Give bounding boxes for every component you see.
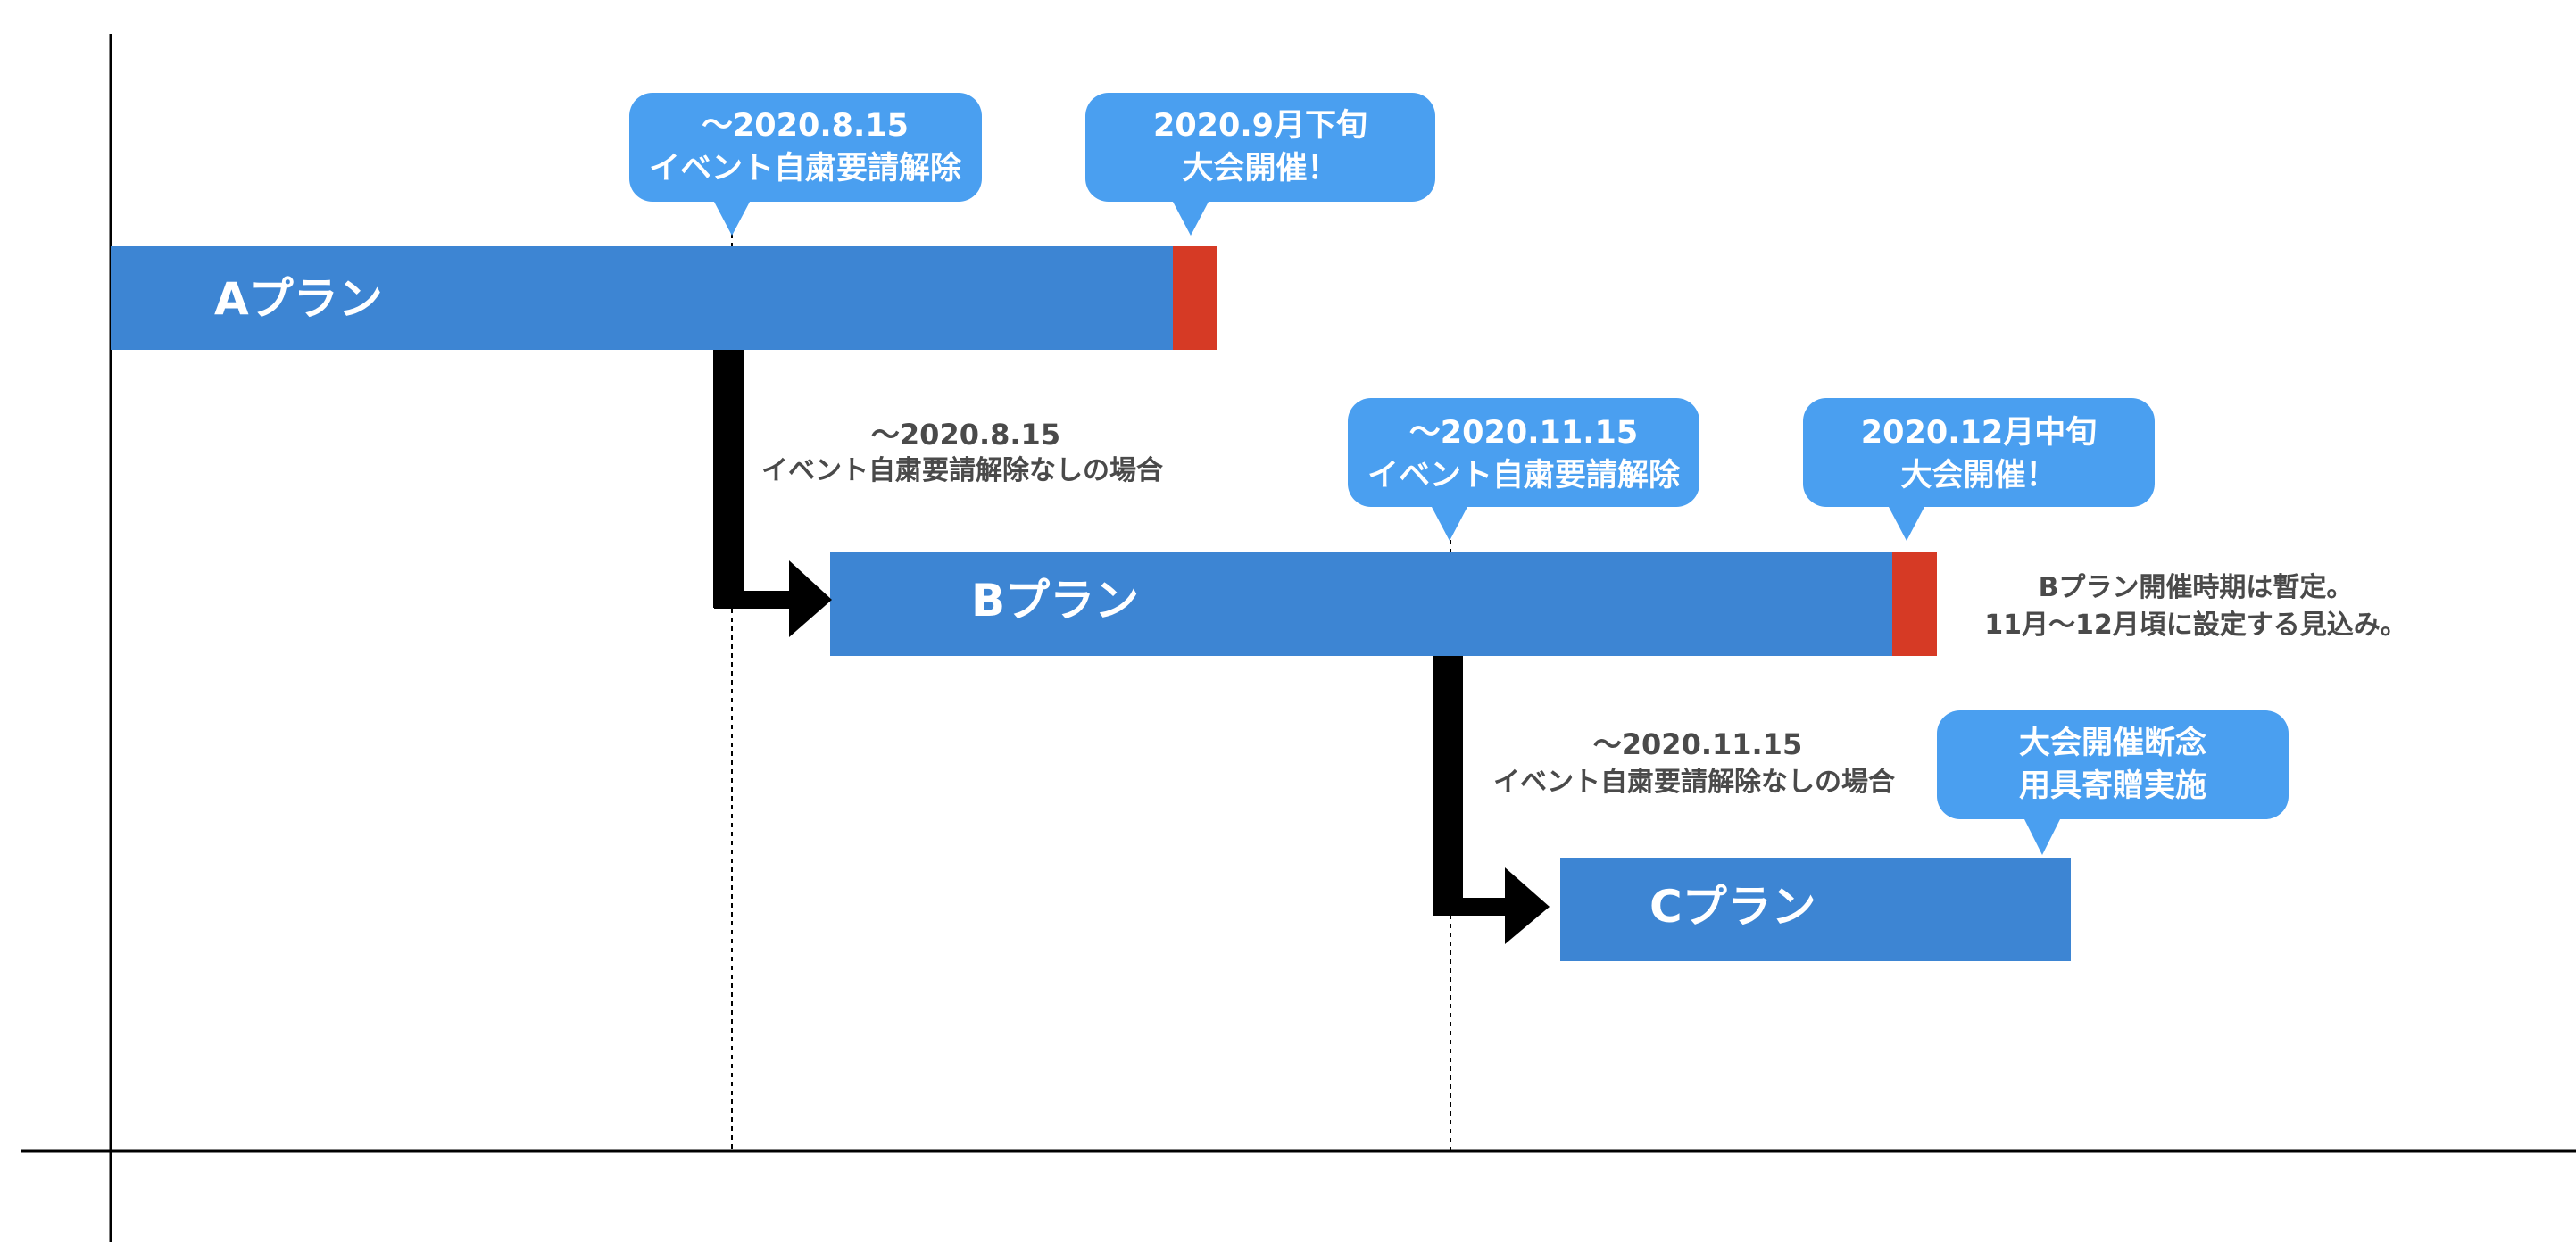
callout-nov15-line1: 〜2020.11.15: [1409, 415, 1638, 451]
callout-sep-line2: 大会開催！: [1182, 151, 1338, 187]
plan-a-event-marker: [1173, 246, 1217, 350]
callout-dec-box: [1803, 398, 2155, 507]
callout-cancellation-line1: 大会開催断念: [2019, 725, 2206, 761]
callout-dec-line1: 2020.12月中旬: [1861, 415, 2097, 451]
transition-arrow-a-to-b: [713, 350, 832, 637]
side-note-line1: Bプラン開催時期は暫定。: [2039, 572, 2354, 603]
transition-arrow-b-to-c: [1433, 656, 1550, 944]
plan-b-label: Bプラン: [971, 575, 1139, 626]
callout-dec-line2: 大会開催！: [1900, 458, 2057, 494]
plan-a-bar: Aプラン: [111, 246, 1217, 350]
plan-c-bar: Cプラン: [1560, 858, 2071, 961]
callout-aug15-line1: 〜2020.8.15: [702, 108, 909, 144]
callout-cancellation: 大会開催断念 用具寄贈実施: [1937, 710, 2289, 855]
plan-c-label: Cプラン: [1649, 881, 1816, 933]
callout-cancellation-box: [1937, 710, 2289, 819]
callout-nov15-box: [1348, 398, 1699, 507]
plan-a-bar-body: [111, 246, 1173, 350]
callout-aug15-pointer: [714, 202, 750, 236]
callout-sep-box: [1085, 93, 1435, 202]
transition-note-a-line2: イベント自粛要請解除なしの場合: [761, 455, 1163, 486]
callout-cancellation-pointer: [2024, 819, 2060, 855]
plan-a-label: Aプラン: [214, 273, 383, 325]
plan-b-bar-body: [830, 552, 1892, 656]
plan-b-bar: Bプラン: [830, 552, 1937, 656]
callout-sep-pointer: [1173, 202, 1209, 236]
callout-nov15-pointer: [1432, 507, 1467, 541]
callout-dec-tournament: 2020.12月中旬 大会開催！: [1803, 398, 2155, 541]
callout-nov15-line2: イベント自粛要請解除: [1367, 457, 1681, 494]
callout-sep-tournament: 2020.9月下旬 大会開催！: [1085, 93, 1435, 236]
callout-sep-line1: 2020.9月下旬: [1153, 108, 1367, 144]
callout-aug15-box: [629, 93, 982, 202]
transition-note-a-line1: 〜2020.8.15: [871, 418, 1060, 452]
arrow-b-to-c-head: [1505, 867, 1550, 944]
callout-aug15-lift: 〜2020.8.15 イベント自粛要請解除: [629, 93, 982, 236]
callout-nov15-lift: 〜2020.11.15 イベント自粛要請解除: [1348, 398, 1699, 541]
callout-cancellation-line2: 用具寄贈実施: [2019, 768, 2206, 804]
plan-b-event-marker: [1892, 552, 1937, 656]
side-note-line2: 11月〜12月頃に設定する見込み。: [1984, 610, 2407, 641]
callout-dec-pointer: [1889, 507, 1924, 541]
arrow-a-to-b-head: [789, 560, 832, 637]
transition-note-b-line2: イベント自粛要請解除なしの場合: [1493, 767, 1895, 798]
plan-c-bar-body: [1560, 858, 2071, 961]
transition-note-b-line1: 〜2020.11.15: [1593, 727, 1802, 761]
callout-aug15-line2: イベント自粛要請解除: [649, 150, 962, 187]
